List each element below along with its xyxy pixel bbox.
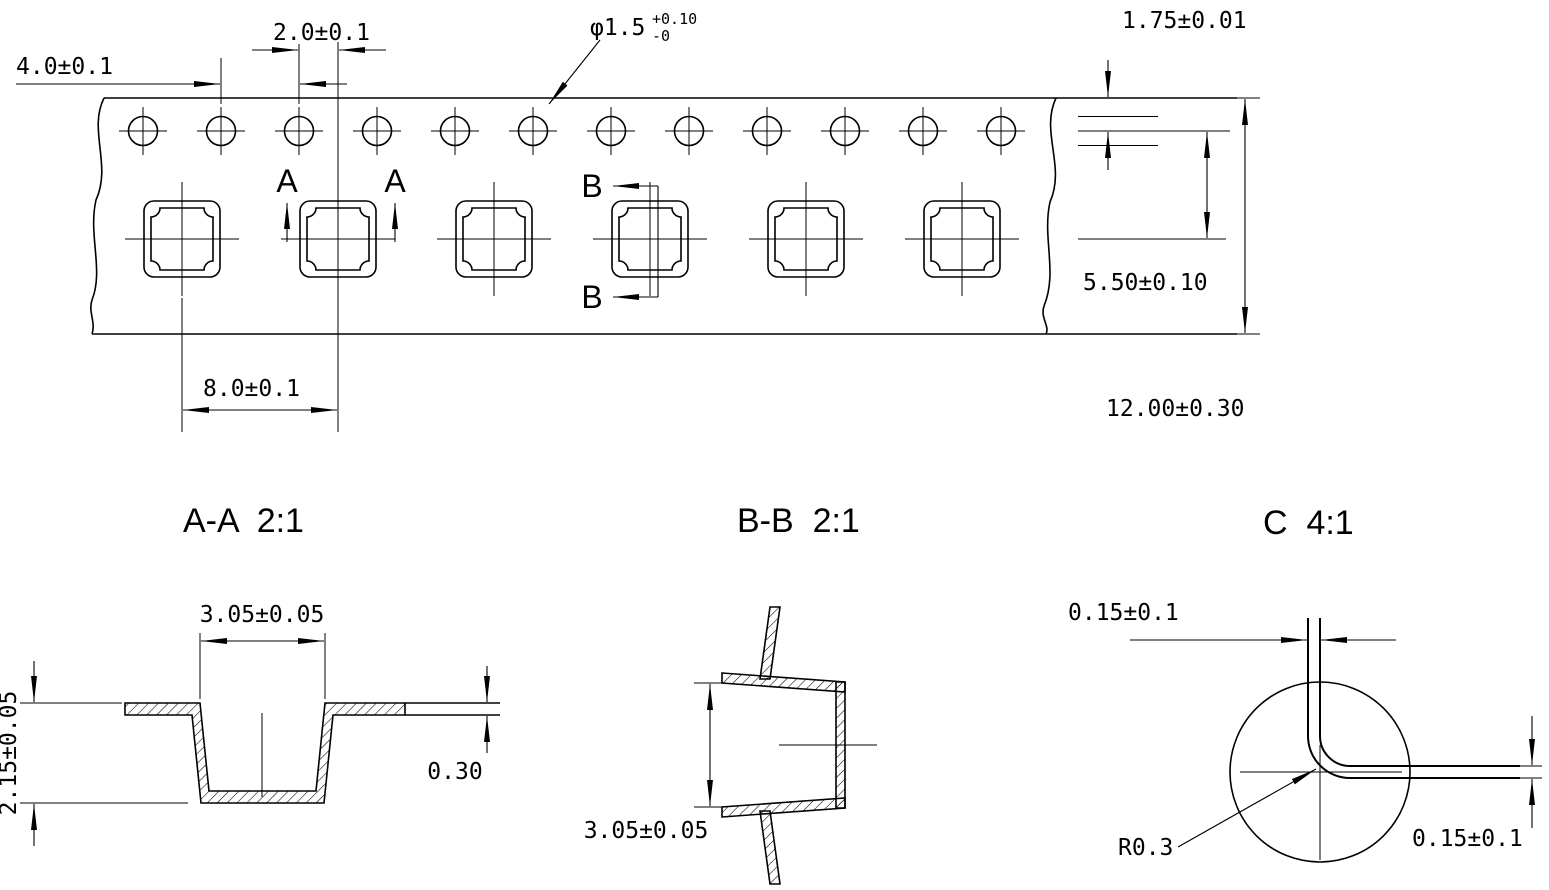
pocket (124, 181, 240, 297)
dim-hole-diameter: φ1.5 +0.10 -0 (548, 10, 697, 105)
sprocket-hole (430, 106, 480, 156)
sprocket-hole (820, 106, 870, 156)
hole-edge-inner-profile (1319, 618, 1520, 767)
hole-edge-outer-profile (1307, 618, 1520, 779)
pocket (904, 181, 1020, 297)
dim-hole-pitch-text: 4.0±0.1 (16, 54, 113, 80)
dim-c-gap-side: 0.15±0.1 (1412, 716, 1542, 852)
pocket (748, 181, 864, 297)
bb-tape-top-strip (759, 606, 781, 680)
section-mark-b: B B (581, 168, 659, 315)
dim-c-gap-top-text: 0.15±0.1 (1068, 600, 1179, 626)
sprocket-hole (976, 106, 1026, 156)
dim-aa-thickness: 0.30 (427, 666, 490, 785)
bb-pocket-top-wall (721, 672, 846, 693)
dim-hole-to-pocket-center: 5.50±0.10 (1083, 132, 1210, 296)
dim-bb-pocket-width: 3.05±0.05 (584, 682, 724, 844)
section-bb-view: B-B 2:1 3.05±0.05 (584, 502, 877, 885)
dim-hole-to-pocket-text: 2.0±0.1 (273, 20, 370, 46)
dim-aa-pocket-depth: 2.15±0.05 (0, 661, 188, 846)
section-bb-title: B-B 2:1 (737, 502, 860, 540)
sprocket-hole (898, 106, 948, 156)
dim-hole-to-pocket: 2.0±0.1 (252, 20, 386, 53)
dim-hole-to-pocket-center-text: 5.50±0.10 (1083, 270, 1208, 296)
tape-left-break-line (90, 97, 105, 335)
section-a-letter: A (384, 163, 406, 199)
pocket (592, 181, 708, 297)
sprocket-hole-row (118, 106, 1026, 156)
dim-aa-thickness-text: 0.30 (427, 759, 482, 785)
dim-c-gap-side-text: 0.15±0.1 (1412, 826, 1523, 852)
section-a-letter: A (276, 163, 298, 199)
tape-right-break-line (1042, 97, 1057, 335)
bb-tape-bottom-strip (759, 810, 781, 885)
sprocket-hole (196, 106, 246, 156)
dim-edge-to-hole-center: 1.75±0.01 (1105, 8, 1247, 170)
section-aa-title: A-A 2:1 (183, 502, 304, 540)
dim-c-gap-top: 0.15±0.1 (1068, 600, 1396, 643)
dim-aa-pocket-width-text: 3.05±0.05 (200, 602, 325, 628)
pocket-row (124, 181, 1020, 297)
dim-hole-diameter-lower-tol-text: -0 (652, 27, 670, 45)
dim-aa-pocket-width: 3.05±0.05 (199, 602, 326, 699)
sprocket-hole (274, 106, 324, 156)
bb-pocket-bottom-wall (721, 797, 846, 818)
sprocket-hole (118, 106, 168, 156)
detail-c-view: C 4:1 0.15±0.1 0.15±0.1 R0.3 (1068, 504, 1542, 863)
section-mark-a: A A (276, 163, 406, 242)
dim-pocket-pitch-text: 8.0±0.1 (203, 376, 300, 402)
detail-c-title: C 4:1 (1263, 504, 1354, 542)
dim-hole-diameter-text: φ1.5 (590, 15, 645, 41)
dim-tape-width: 12.00±0.30 (1106, 99, 1248, 422)
dim-bb-pocket-width-text: 3.05±0.05 (584, 818, 709, 844)
dim-hole-pitch: 4.0±0.1 (16, 54, 347, 87)
sprocket-hole (508, 106, 558, 156)
pocket (436, 181, 552, 297)
dim-tape-width-text: 12.00±0.30 (1106, 396, 1244, 422)
dim-c-corner-radius-text: R0.3 (1118, 835, 1173, 861)
sprocket-hole (352, 106, 402, 156)
dim-aa-pocket-depth-text: 2.15±0.05 (0, 691, 22, 816)
section-aa-view: A-A 2:1 3.05±0.05 2.15±0.05 0.30 (0, 502, 500, 846)
sprocket-hole (586, 106, 636, 156)
section-b-letter: B (581, 279, 602, 315)
dim-pocket-pitch: 8.0±0.1 (183, 376, 337, 413)
sprocket-hole (664, 106, 714, 156)
dim-c-corner-radius: R0.3 (1118, 768, 1317, 861)
sprocket-hole (742, 106, 792, 156)
dim-hole-diameter-upper-tol-text: +0.10 (652, 10, 697, 28)
section-b-letter: B (581, 168, 602, 204)
section-aa-material (124, 702, 406, 804)
tape-top-view: 4.0±0.1 2.0±0.1 φ1.5 +0.10 -0 1.75±0.01 … (16, 8, 1260, 432)
dim-edge-to-hole-center-text: 1.75±0.01 (1122, 8, 1247, 34)
